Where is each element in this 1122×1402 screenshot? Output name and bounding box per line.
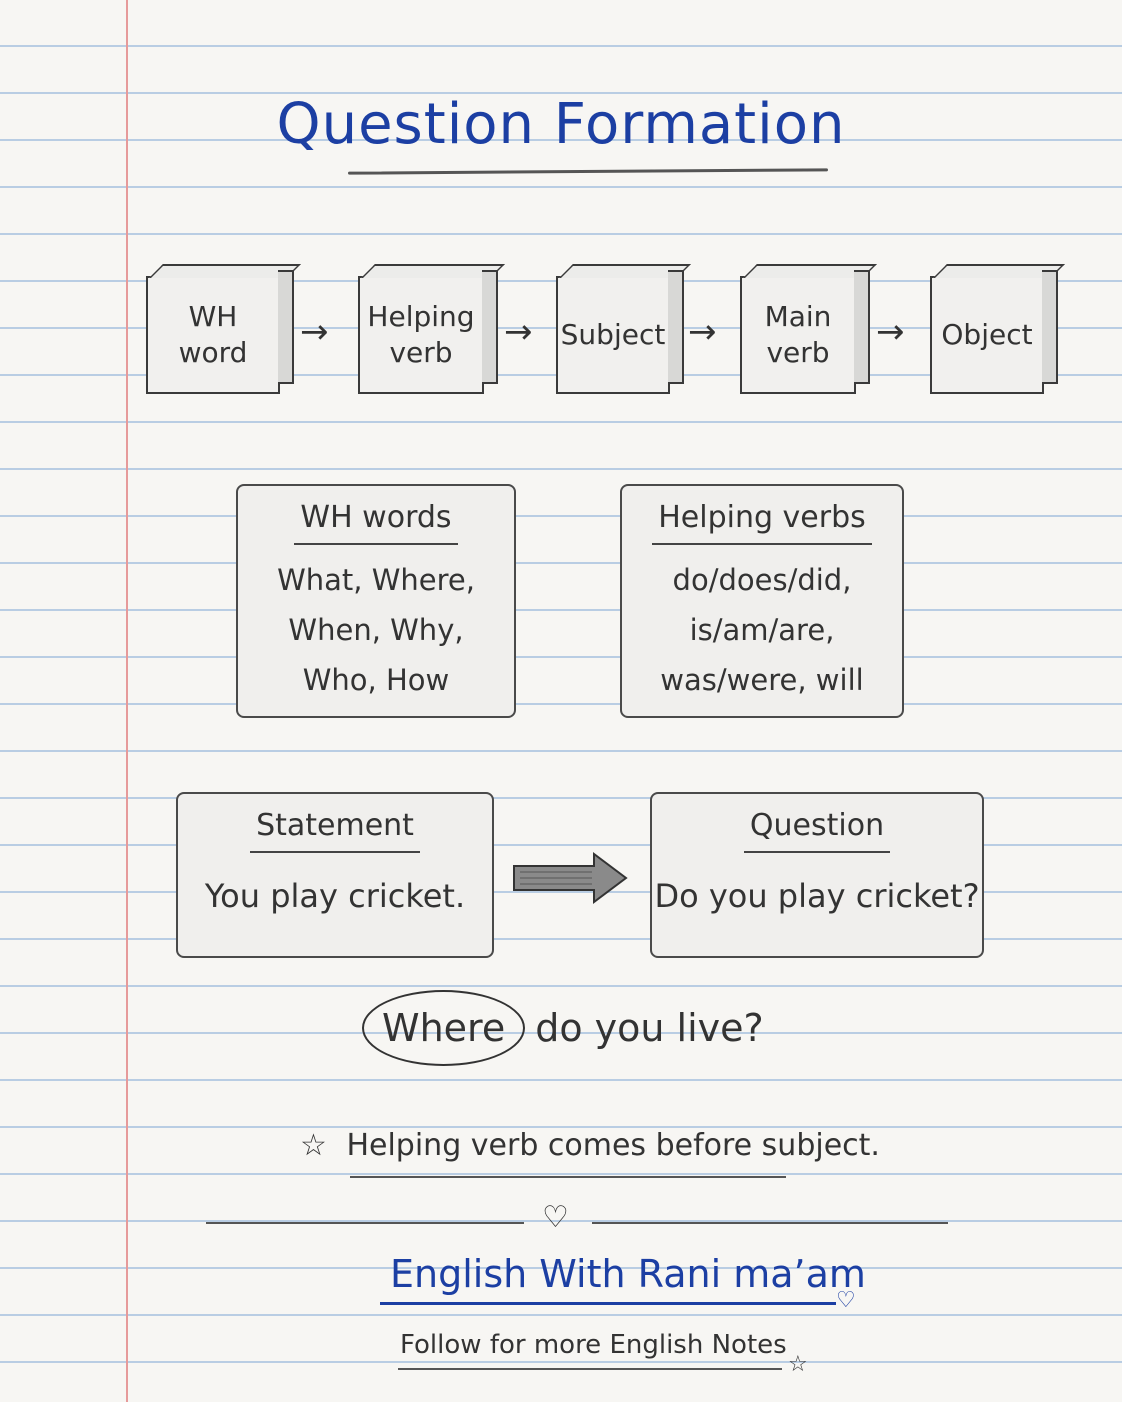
flow-arrow-icon: → — [688, 312, 717, 352]
box-side-face — [854, 270, 870, 384]
card-line: Who, How — [302, 663, 450, 697]
example-rest: do you live? — [535, 1006, 764, 1050]
rule-note: ☆ Helping verb comes before subject. — [300, 1128, 880, 1163]
question-card: Question Do you play cricket? — [650, 792, 984, 958]
flow-label: Helping verb — [367, 300, 475, 369]
card-heading: WH words — [294, 500, 458, 545]
helping-verbs-card: Helping verbs do/does/did, is/am/are, wa… — [620, 484, 904, 718]
card-body: What, Where, When, Why, Who, How — [238, 555, 514, 705]
brand-underline — [380, 1302, 836, 1305]
card-text: You play cricket. — [204, 877, 466, 915]
card-heading: Question — [743, 808, 891, 853]
title-underline — [347, 168, 829, 175]
card-heading: Statement — [250, 808, 420, 853]
flow-arrow-icon: → — [504, 312, 533, 352]
card-line: is/am/are, — [689, 613, 835, 647]
note-underline — [350, 1176, 786, 1178]
flow-box-wh-word: WH word — [146, 264, 301, 394]
circled-wh-word: Where — [362, 990, 526, 1066]
flow-box-main-verb: Main verb — [740, 264, 877, 394]
flow-box-helping-verb: Helping verb — [358, 264, 505, 394]
follow-underline — [398, 1368, 782, 1370]
flow-label: Object — [941, 318, 1033, 351]
card-line: do/does/did, — [672, 563, 852, 597]
statement-card: Statement You play cricket. — [176, 792, 494, 958]
brand-name: English With Rani ma’am — [390, 1252, 866, 1296]
divider-right — [592, 1222, 948, 1224]
note-text: Helping verb comes before subject. — [346, 1128, 880, 1163]
card-body: do/does/did, is/am/are, was/were, will — [622, 555, 902, 705]
box-side-face — [1042, 270, 1058, 384]
box-side-face — [482, 270, 498, 384]
card-text: Do you play cricket? — [654, 877, 980, 915]
big-arrow-icon — [513, 852, 628, 904]
follow-text: Follow for more English Notes — [400, 1330, 787, 1360]
card-heading: Helping verbs — [652, 500, 872, 545]
small-heart-icon: ♡ — [836, 1288, 856, 1313]
card-line: was/were, will — [660, 663, 864, 697]
divider-left — [206, 1222, 524, 1224]
card-line: What, Where, — [277, 563, 475, 597]
flow-label: WH word — [178, 300, 248, 369]
flow-label: Subject — [560, 318, 666, 351]
box-side-face — [668, 270, 684, 384]
flow-arrow-icon: → — [876, 312, 905, 352]
wh-words-card: WH words What, Where, When, Why, Who, Ho… — [236, 484, 516, 718]
flow-label: Main verb — [764, 300, 832, 369]
flow-arrow-icon: → — [300, 312, 329, 352]
flow-box-object: Object — [930, 264, 1065, 394]
small-star-icon: ☆ — [788, 1352, 808, 1377]
margin-line — [126, 0, 128, 1402]
box-side-face — [278, 270, 294, 384]
flow-box-subject: Subject — [556, 264, 691, 394]
star-icon: ☆ — [300, 1128, 327, 1163]
page-title: Question Formation — [276, 92, 846, 157]
heart-icon: ♡ — [542, 1200, 569, 1235]
card-line: When, Why, — [288, 613, 464, 647]
